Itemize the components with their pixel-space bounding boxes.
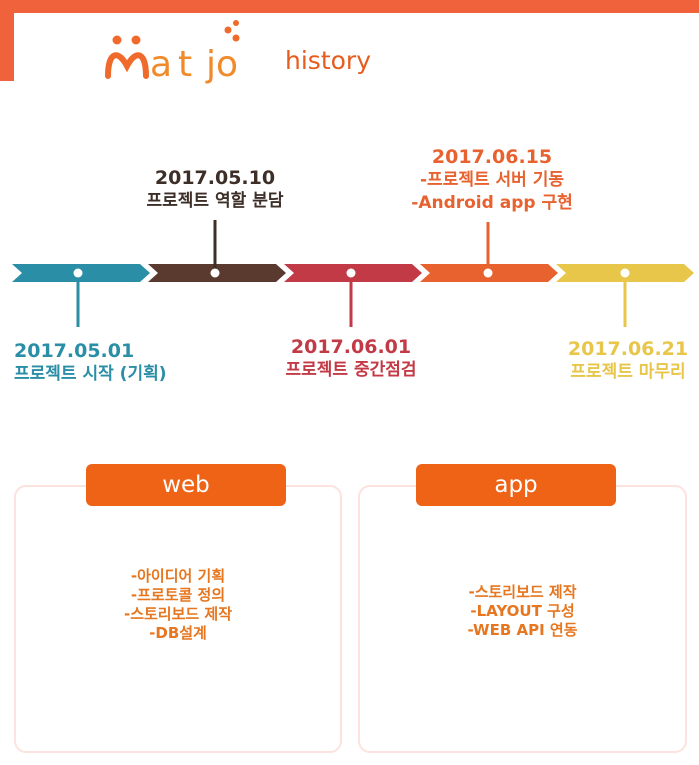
timeline-node-4: [483, 268, 493, 278]
timeline-event-5: 2017.06.21 프로젝트 마무리: [568, 338, 688, 384]
top-accent-bar: [0, 0, 699, 13]
app-card-items: -스토리보드 제작 -LAYOUT 구성 -WEB API 연동: [358, 583, 687, 640]
svg-text:jo: jo: [205, 44, 238, 85]
web-card-title: web: [86, 464, 286, 506]
list-item: -아이디어 기획: [130, 567, 226, 585]
svg-text:a: a: [150, 44, 172, 85]
page-subtitle: history: [285, 46, 371, 75]
event-label: -프로젝트 서버 기동: [419, 170, 565, 190]
list-item: -스토리보드 제작: [123, 605, 233, 623]
matjo-logo: a t jo: [105, 20, 240, 85]
app-card-title: app: [416, 464, 616, 506]
list-item: -스토리보드 제작: [468, 583, 577, 601]
timeline-node-2: [210, 268, 220, 278]
event-date: 2017.05.01: [14, 340, 135, 362]
left-accent-bar: [0, 13, 14, 81]
event-label: 프로젝트 중간점검: [285, 360, 417, 380]
timeline-graphic: [12, 220, 694, 327]
timeline-node-5: [620, 268, 630, 278]
timeline-event-2: 2017.05.10 프로젝트 역할 분담: [147, 167, 284, 213]
timeline-node-1: [73, 268, 83, 278]
list-item: -WEB API 연동: [467, 621, 578, 639]
timeline-node-3: [346, 268, 356, 278]
event-label: 프로젝트 마무리: [570, 362, 686, 382]
svg-text:t: t: [178, 44, 192, 85]
list-item: -DB설계: [149, 624, 207, 642]
timeline-event-3: 2017.06.01 프로젝트 중간점검: [285, 336, 416, 382]
event-label: 프로젝트 시작 (기획): [14, 364, 167, 384]
list-item: -프로토콜 정의: [130, 586, 226, 604]
event-date: 2017.06.01: [290, 336, 412, 358]
web-card-items: -아이디어 기획 -프로토콜 정의 -스토리보드 제작 -DB설계: [14, 567, 342, 643]
event-label: 프로젝트 역할 분담: [146, 191, 284, 211]
app-card: [358, 485, 687, 753]
list-item: -LAYOUT 구성: [470, 602, 575, 620]
event-date: 2017.06.15: [431, 146, 553, 168]
timeline-event-1: 2017.05.01 프로젝트 시작 (기획): [14, 340, 167, 386]
event-label: -Android app 구현: [411, 193, 573, 213]
web-card: [14, 485, 342, 753]
event-date: 2017.06.21: [567, 338, 689, 360]
timeline-event-4: 2017.06.15 -프로젝트 서버 기동 -Android app 구현: [411, 146, 572, 215]
event-date: 2017.05.10: [154, 167, 276, 189]
